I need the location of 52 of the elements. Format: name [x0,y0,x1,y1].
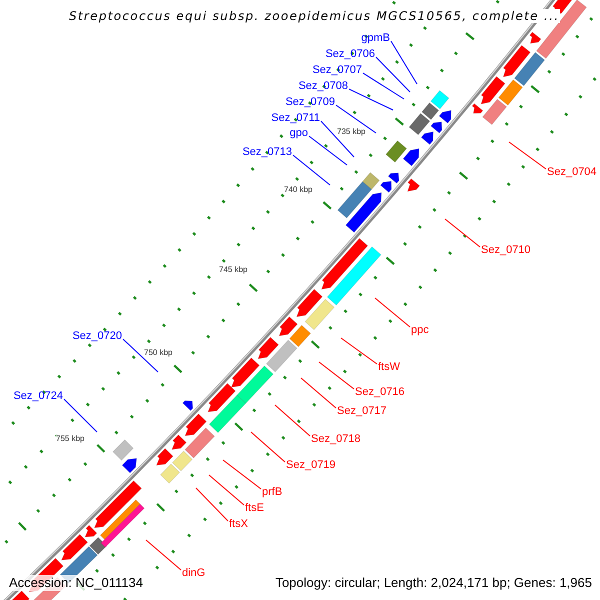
gene-label: Sez_0718 [311,433,361,446]
accession-text: Accession: NC_011134 [9,575,143,591]
gene-label: Sez_0709 [285,96,335,109]
scale-label: 745 kbp [219,264,248,275]
gene-label: Sez_0717 [337,405,387,418]
leader-line [320,120,354,158]
gene-label: prfB [262,486,282,499]
scale-label: 750 kbp [144,347,172,358]
leader-line [196,488,228,522]
leader-line [444,218,480,248]
gene-label: Sez_0724 [13,390,63,403]
leader-line [340,338,378,364]
leader-line [122,338,158,372]
gene-label: Sez_0720 [72,330,122,343]
scale-label: 735 kbp [337,126,366,137]
gene-label: Sez_0719 [286,459,336,472]
gene-label: Sez_0707 [312,64,362,77]
leader-line [300,378,336,408]
leader-line [508,142,546,170]
gene-label: gpmB [361,32,390,45]
leader-line [374,298,410,328]
leader-line [64,398,98,432]
gene-label: ftsX [229,518,248,531]
gene-label: Sez_0704 [547,166,597,179]
genome-info-text: Topology: circular; Length: 2,024,171 bp; Genes: 1,965 [275,575,592,591]
leader-line [390,40,418,84]
gene-label: dinG [182,567,206,580]
scale-label: 740 kbp [284,184,312,195]
map-title: Streptococcus equi subsp. zooepidemicus MGCS10565, complete ... [68,9,560,23]
leader-line [318,362,354,390]
gene-label: Sez_0708 [298,80,348,93]
leader-line [250,432,286,462]
gene-label: Sez_0711 [271,112,320,125]
gene-label: gpo [290,127,308,140]
leader-line [336,104,376,134]
gene-label: ftsE [245,502,264,515]
leader-line [222,460,262,490]
gene-label: Sez_0706 [325,48,375,61]
leader-line [274,404,310,436]
scale-label: 755 kbp [56,433,84,444]
leader-line [362,72,404,100]
leader-line [292,154,330,186]
leader-line [208,474,244,506]
leader-line [308,136,348,166]
leader-line [146,540,182,570]
gene-label: Sez_0713 [242,146,292,159]
leader-line [376,56,410,92]
gene-label: ppc [411,324,429,337]
gene-label: Sez_0716 [355,386,405,399]
gene-label: ftsW [378,361,400,374]
gene-label: Sez_0710 [481,244,531,257]
leader-line [348,88,394,110]
